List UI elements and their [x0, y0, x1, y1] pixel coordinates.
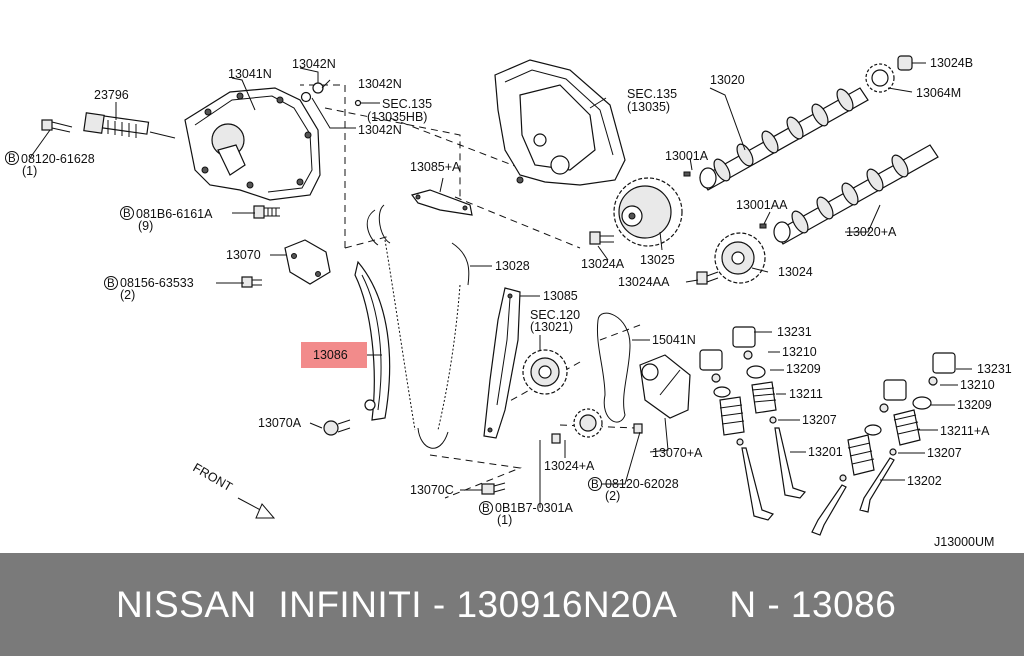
label-13231-a: 13231 — [777, 325, 812, 339]
bolt-symbol-4: B — [591, 479, 599, 491]
label-13210-b: 13210 — [960, 378, 995, 392]
label-sec120-sub: (13021) — [530, 320, 573, 334]
tension-guide-13085 — [483, 287, 521, 439]
camshaft-13020-A — [773, 144, 939, 245]
label-08120-61628-qty: (1) — [22, 164, 37, 178]
label-08120-62028: 08120-62028 — [605, 477, 679, 491]
bolt-08120-61628 — [41, 119, 73, 133]
sprocket-13064M — [865, 55, 913, 93]
vtc-sprocket-13025 — [613, 177, 683, 247]
bolt-symbol-1: B — [8, 153, 16, 165]
oil-control-valve-23796 — [83, 112, 176, 139]
cylinder-head-sec135 — [494, 59, 626, 186]
bolt-13070C — [481, 482, 506, 495]
label-13070A: 13070A — [258, 416, 302, 430]
label-23796: 23796 — [94, 88, 129, 102]
timing-chain-13028 — [366, 204, 470, 449]
label-13024-A: 13024+A — [544, 459, 595, 473]
label-13020: 13020 — [710, 73, 745, 87]
front-indicator: FRONT — [191, 460, 276, 519]
cam-pins — [683, 171, 767, 229]
valvetrain-intake — [811, 352, 956, 536]
label-08120-62028-qty: (2) — [605, 489, 620, 503]
label-13085: 13085 — [543, 289, 578, 303]
highlight-13086-box — [301, 342, 367, 368]
label-0B1B7-0301A: 0B1B7-0301A — [495, 501, 574, 515]
label-0B1B7-0301A-qty: (1) — [497, 513, 512, 527]
bolt-symbol-5: B — [482, 503, 490, 515]
label-08156-63533-qty: (2) — [120, 288, 135, 302]
label-08156-63533: 08156-63533 — [120, 276, 194, 290]
slack-guide-13086 — [354, 260, 391, 421]
label-sec135-a-sub: (13035HB) — [367, 110, 427, 124]
bolt-081B6-6161A — [253, 205, 280, 219]
label-13201: 13201 — [808, 445, 843, 459]
label-13025: 13025 — [640, 253, 675, 267]
label-13042N-2: 13042N — [358, 77, 402, 91]
label-13028: 13028 — [495, 259, 530, 273]
label-13041N: 13041N — [228, 67, 272, 81]
bolt-symbols: B B B B B — [5, 151, 602, 515]
label-13042N-3: 13042N — [358, 123, 402, 137]
front-label: FRONT — [191, 460, 236, 494]
bolt-symbol-2: B — [123, 208, 131, 220]
label-13070C: 13070C — [410, 483, 454, 497]
label-13020A: 13020+A — [846, 225, 897, 239]
label-081B6-6161A-qty: (9) — [138, 219, 153, 233]
crank-sprocket-sec120 — [522, 349, 568, 395]
chain-guide-13085A — [410, 189, 473, 216]
cam-sprocket-13024 — [714, 232, 766, 284]
camshaft-13020 — [699, 87, 869, 191]
sprocket-13024-A — [551, 408, 603, 444]
bolt-13024A — [589, 231, 614, 245]
label-13211: 13211 — [789, 387, 823, 401]
label-13210-a: 13210 — [782, 345, 817, 359]
timing-chain-diagram: FRONT — [5, 55, 1012, 549]
valvetrain-exhaust — [699, 326, 807, 521]
label-13042N-1: 13042N — [292, 57, 336, 71]
label-13202: 13202 — [907, 474, 942, 488]
leader-lines — [29, 62, 972, 508]
tensioner-13070-A — [633, 354, 691, 434]
label-13209-a: 13209 — [786, 362, 821, 376]
label-13085A: 13085+A — [410, 160, 461, 174]
plugs-13042N — [300, 82, 362, 107]
label-13024: 13024 — [778, 265, 813, 279]
reference-code: J13000UM — [934, 535, 994, 549]
front-cover-13041N — [184, 87, 321, 201]
label-13070-A: 13070+A — [652, 446, 703, 460]
label-13070: 13070 — [226, 248, 261, 262]
label-sec135-b: SEC.135 — [627, 87, 677, 101]
bolt-symbol-3: B — [107, 278, 115, 290]
label-13064M: 13064M — [916, 86, 961, 100]
label-13209-b: 13209 — [957, 398, 992, 412]
label-sec120: SEC.120 — [530, 308, 580, 322]
bolt-13024AA — [696, 271, 719, 285]
bolt-13070A — [323, 419, 351, 436]
part-labels: 13041N 13042N 13042N 13042N 23796 SEC.13… — [21, 56, 1012, 549]
label-13231-b: 13231 — [977, 362, 1012, 376]
footer-bar: NISSAN INFINITI - 130916N20A N - 13086 — [0, 553, 1024, 656]
tensioner-13070 — [241, 239, 331, 288]
label-sec135-a: SEC.135 — [382, 97, 432, 111]
label-13207-a: 13207 — [802, 413, 837, 427]
label-13211A: 13211+A — [940, 424, 990, 438]
label-15041N: 15041N — [652, 333, 696, 347]
label-13024B: 13024B — [930, 56, 973, 70]
footer-title: NISSAN INFINITI - 130916N20A N - 13086 — [116, 583, 897, 625]
label-13024AA: 13024AA — [618, 275, 670, 289]
label-13024A: 13024A — [581, 257, 625, 271]
label-13086: 13086 — [313, 348, 348, 362]
label-08120-61628: 08120-61628 — [21, 152, 95, 166]
label-13207-b: 13207 — [927, 446, 962, 460]
label-sec135-b-sub: (13035) — [627, 100, 670, 114]
label-13001A: 13001A — [665, 149, 709, 163]
secondary-chain-15041N — [596, 312, 631, 423]
label-081B6-6161A: 081B6-6161A — [136, 207, 213, 221]
label-13001AA: 13001AA — [736, 198, 788, 212]
